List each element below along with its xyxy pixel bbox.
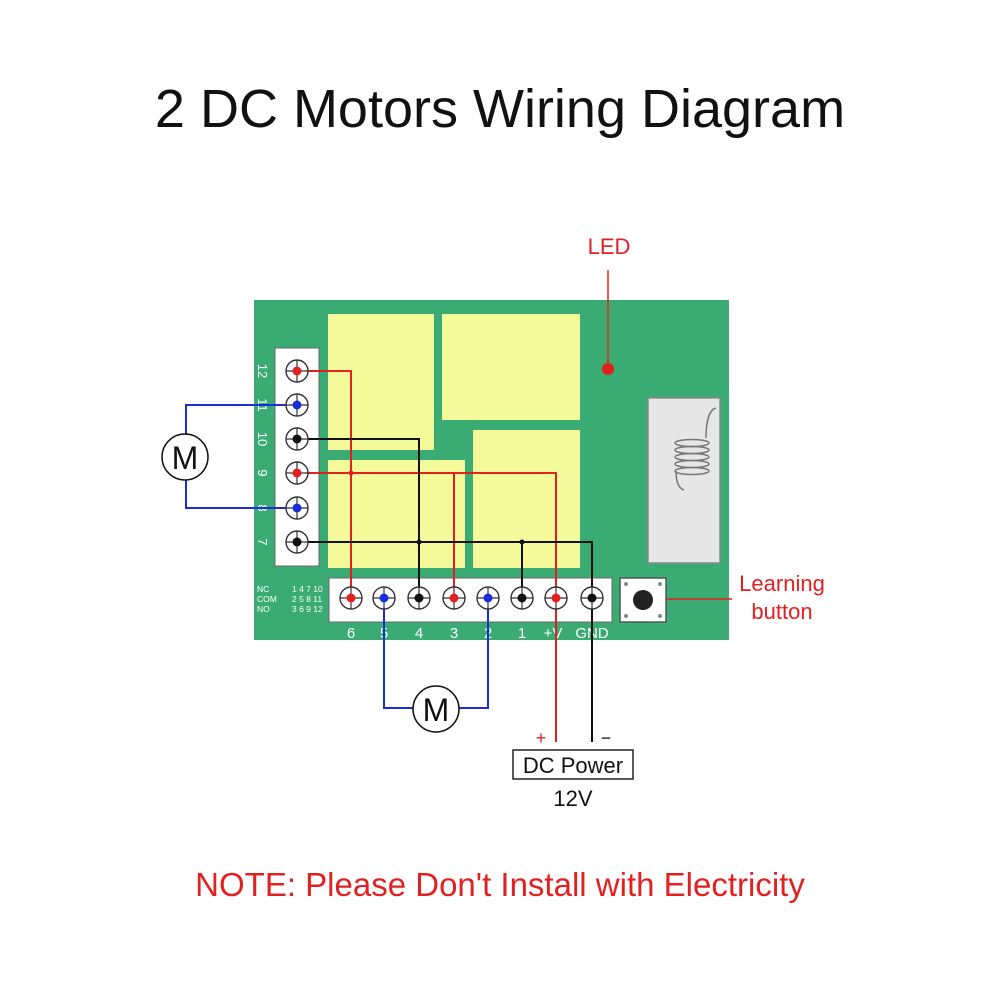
relay-3 <box>328 460 465 568</box>
side-terminal-label: 7 <box>255 538 270 545</box>
antenna-module <box>647 397 721 564</box>
side-terminal-label: 12 <box>255 364 270 378</box>
bottom-motor-label: M <box>423 692 450 728</box>
bottom-screw-4 <box>476 586 500 610</box>
bottom-screw-6 <box>544 586 568 610</box>
wire-black-10-4 <box>297 438 420 598</box>
wire-red-9-v <box>297 472 557 742</box>
bottom-terminal-label: 4 <box>415 625 423 642</box>
side-terminal-strip <box>274 347 320 567</box>
relay-2 <box>442 314 580 420</box>
relay-1 <box>328 314 434 450</box>
dc-power-box <box>512 749 634 780</box>
legend-pins-com: 2 5 8 11 <box>292 594 322 604</box>
wire-red-12-6 <box>297 370 352 598</box>
wire-black-7-gnd <box>297 541 593 742</box>
learning-label-line1: Learning <box>739 571 825 596</box>
contact-legend: NC COM NO 1 4 7 10 2 5 8 11 3 6 9 12 <box>257 584 323 614</box>
bottom-terminal-label: +V <box>544 625 563 642</box>
dc-power: + − DC Power 12V <box>512 728 634 811</box>
junction-red <box>348 470 354 476</box>
side-screw-8 <box>285 496 309 520</box>
bottom-screw-2 <box>407 586 431 610</box>
safety-note: NOTE: Please Don't Install with Electric… <box>195 866 805 903</box>
junction-black-2 <box>519 539 525 545</box>
side-terminal-label: 10 <box>255 432 270 446</box>
led-label: LED <box>588 234 631 259</box>
bottom-screw-3 <box>442 586 466 610</box>
led-indicator <box>602 363 614 375</box>
legend-pins-no: 3 6 9 12 <box>292 604 323 614</box>
page-title: 2 DC Motors Wiring Diagram <box>154 79 846 139</box>
bottom-terminal-label: 1 <box>518 625 526 642</box>
bottom-motor: M <box>412 685 460 733</box>
relay-4 <box>473 430 580 568</box>
bottom-terminal-label: 6 <box>347 625 355 642</box>
side-screw-7 <box>285 530 309 554</box>
bottom-screw-5 <box>510 586 534 610</box>
legend-row-nc: NC <box>257 584 269 594</box>
legend-pins-nc: 1 4 7 10 <box>292 584 323 594</box>
side-screw-9 <box>285 461 309 485</box>
left-motor: M <box>161 433 209 481</box>
side-screw-10 <box>285 427 309 451</box>
dc-power-label: DC Power <box>523 753 623 778</box>
learning-button[interactable] <box>619 577 667 623</box>
power-minus: − <box>601 728 612 748</box>
bottom-screw-1 <box>372 586 396 610</box>
bottom-terminal-label: 3 <box>450 625 458 642</box>
bottom-screw-7 <box>580 586 604 610</box>
power-plus: + <box>536 728 547 748</box>
junction-black <box>416 539 422 545</box>
legend-row-com: COM <box>257 594 277 604</box>
learning-label-line2: button <box>751 599 812 624</box>
dc-power-voltage: 12V <box>553 786 592 811</box>
side-terminal-label: 9 <box>255 469 270 476</box>
side-screw-11 <box>285 393 309 417</box>
side-screw-12 <box>285 359 309 383</box>
bottom-screw-0 <box>339 586 363 610</box>
bottom-terminal-strip <box>328 577 613 623</box>
legend-row-no: NO <box>257 604 270 614</box>
left-motor-label: M <box>172 440 199 476</box>
